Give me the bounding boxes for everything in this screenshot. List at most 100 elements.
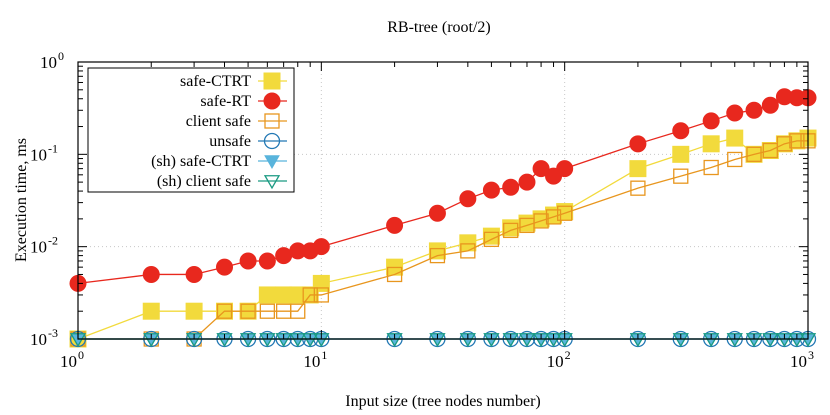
y-tick-label: 10-3 — [30, 326, 58, 349]
x-tick-exponent: 2 — [565, 348, 571, 362]
y-axis-label: Execution time, ms — [13, 138, 30, 262]
legend-entry: unsafe — [209, 132, 287, 150]
data-point — [703, 333, 720, 348]
data-point — [518, 173, 536, 191]
data-point — [386, 216, 404, 234]
data-point — [630, 180, 646, 196]
data-point — [726, 104, 744, 122]
data-point — [258, 252, 276, 270]
data-point — [776, 136, 793, 152]
data-point — [185, 302, 203, 320]
data-point — [258, 286, 276, 304]
data-point — [503, 222, 519, 239]
data-point — [745, 101, 763, 119]
data-point — [629, 160, 647, 178]
y-tick-exponent: -2 — [48, 234, 58, 248]
legend-entry: safe-CTRT — [180, 72, 287, 90]
data-point — [239, 333, 257, 348]
x-tick-label: 100 — [60, 348, 84, 371]
x-axis-label: Input size (tree nodes number) — [345, 393, 540, 410]
legend-label: client safe — [186, 113, 251, 130]
plot-frame — [77, 61, 809, 340]
data-point — [185, 265, 203, 283]
data-point — [629, 333, 647, 348]
data-point — [789, 133, 805, 149]
legend-entry: client safe — [186, 113, 287, 130]
data-point — [629, 135, 647, 153]
data-point — [289, 333, 306, 348]
chart-title: RB-tree (root/2) — [387, 19, 491, 36]
x-tick-label: 101 — [303, 348, 327, 371]
data-point — [429, 247, 446, 264]
legend-marker — [263, 175, 281, 190]
data-point — [745, 333, 763, 348]
y-tick-label: 100 — [40, 49, 64, 72]
data-point — [726, 333, 743, 348]
data-point — [216, 303, 233, 319]
data-point — [302, 287, 318, 303]
data-point — [726, 129, 744, 147]
data-point — [275, 333, 292, 348]
legend-marker — [263, 132, 281, 150]
data-point — [290, 303, 306, 319]
data-point — [142, 302, 160, 320]
data-point — [532, 160, 550, 178]
x-tick-exponent: 3 — [808, 348, 814, 362]
data-point — [672, 145, 690, 163]
x-tick-label: 103 — [790, 348, 814, 371]
data-point — [259, 303, 276, 319]
data-point — [703, 159, 719, 176]
data-point — [312, 238, 330, 256]
legend-box — [87, 67, 295, 193]
data-point — [428, 242, 446, 260]
data-point — [788, 333, 805, 348]
legend-label: unsafe — [209, 133, 251, 150]
legend-label: safe-RT — [200, 93, 251, 110]
data-point — [386, 266, 403, 283]
data-point — [386, 333, 403, 348]
data-point — [702, 112, 720, 130]
data-point — [672, 122, 690, 140]
data-point — [429, 333, 446, 348]
data-point — [240, 303, 256, 319]
data-point — [556, 160, 574, 178]
data-point — [460, 243, 476, 259]
data-point — [518, 333, 536, 348]
data-point — [259, 333, 276, 348]
data-point — [428, 204, 446, 222]
data-point — [502, 333, 519, 348]
data-point — [533, 213, 549, 229]
legend-marker — [264, 113, 280, 129]
y-tick-label: 10-1 — [30, 141, 58, 164]
data-point — [313, 287, 329, 303]
y-tick-exponent: -3 — [48, 326, 58, 340]
data-point — [776, 333, 793, 348]
series-line — [77, 96, 808, 285]
data-point — [746, 146, 762, 162]
data-point — [459, 190, 477, 208]
data-point — [673, 168, 689, 184]
data-point — [727, 151, 743, 168]
data-point — [459, 333, 476, 348]
legend-marker — [264, 155, 280, 170]
data-point — [216, 333, 233, 348]
data-point — [275, 286, 293, 304]
legend-marker — [263, 92, 281, 110]
data-point — [557, 205, 573, 221]
series-safe-rt — [69, 88, 817, 292]
data-point — [185, 333, 203, 348]
data-point — [702, 135, 720, 153]
legend-marker — [263, 72, 281, 90]
data-point — [545, 333, 562, 348]
x-tick-label: 102 — [547, 348, 571, 371]
series-line — [78, 140, 808, 340]
data-point — [482, 181, 500, 199]
data-point — [502, 178, 520, 196]
x-tick-exponent: 1 — [321, 348, 327, 362]
series-line — [77, 137, 809, 340]
legend-label: (sh) safe-CTRT — [151, 153, 251, 170]
legend-entry: (sh) client safe — [157, 173, 287, 190]
legend-label: safe-CTRT — [180, 73, 251, 90]
x-tick-exponent: 0 — [78, 348, 84, 362]
legend: safe-CTRT safe-RT client safe unsafe (sh) sa… — [87, 67, 295, 193]
